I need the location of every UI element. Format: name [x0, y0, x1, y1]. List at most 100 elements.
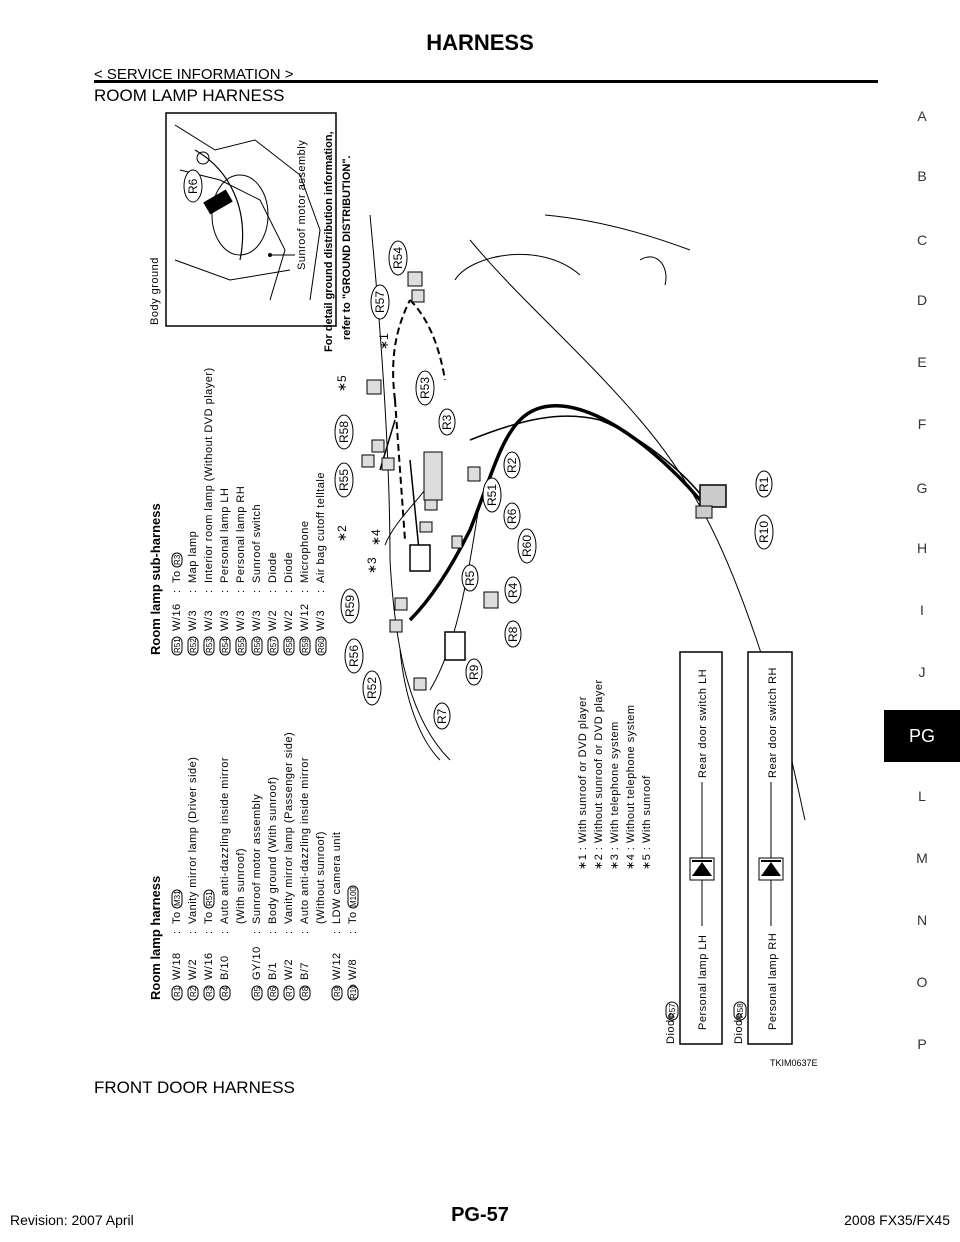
- note-1: ∗1 : With sunroof or DVD player: [577, 696, 589, 870]
- svg-text::: :: [283, 589, 295, 593]
- harness-tag-r2: R2: [189, 986, 198, 997]
- sub-tag-r59: R59: [301, 638, 310, 653]
- sub-code: W/3: [315, 610, 327, 631]
- index-g[interactable]: G: [916, 480, 928, 496]
- note-5: ∗5 : With sunroof: [641, 775, 653, 870]
- callout-r60: R60: [520, 535, 534, 557]
- callout-r2: R2: [505, 457, 519, 473]
- callout-r51: R51: [485, 484, 499, 506]
- harness-desc: To: [171, 911, 183, 924]
- sub-tag-r60: R60: [317, 638, 326, 653]
- room-lamp-harness-title: ROOM LAMP HARNESS: [94, 86, 285, 105]
- index-o[interactable]: O: [916, 974, 928, 990]
- svg-text::: :: [235, 589, 247, 593]
- ground-note-line1: For detail ground distribution informati…: [323, 131, 335, 352]
- inset-body-ground-label: Body ground: [149, 257, 161, 325]
- harness-tag-r7: R7: [285, 986, 294, 997]
- harness-code: W/18: [171, 952, 183, 980]
- sub-tag-r54: R54: [221, 638, 230, 653]
- inset-sunroof-label: Sunroof motor assembly: [296, 140, 308, 270]
- sub-desc: Diode: [283, 552, 295, 583]
- star-1-label: ∗1: [377, 333, 391, 350]
- harness-ref: M31: [173, 890, 182, 906]
- callout-r6: R6: [505, 508, 519, 524]
- star-5-label: ∗5: [335, 375, 349, 392]
- inset-r6-label: R6: [186, 178, 200, 194]
- callout-r10: R10: [757, 521, 771, 543]
- index-f[interactable]: F: [917, 416, 927, 432]
- index-e[interactable]: E: [917, 354, 927, 370]
- note-2: ∗2 : Without sunroof or DVD player: [593, 679, 605, 870]
- callout-r4: R4: [506, 582, 520, 598]
- index-b[interactable]: B: [917, 168, 927, 184]
- index-p[interactable]: P: [917, 1036, 927, 1052]
- index-i[interactable]: I: [920, 602, 924, 618]
- harness-tag-r3: R3: [205, 986, 214, 997]
- harness-code: B/1: [267, 962, 279, 980]
- sub-code: W/3: [187, 610, 199, 631]
- sub-tag-r57: R57: [269, 638, 278, 653]
- svg-text::: :: [267, 930, 279, 934]
- index-a[interactable]: A: [917, 108, 927, 124]
- callouts: R54 R57 R53 R58 R55 R3 R2 R51 R6 R60 R4 …: [334, 240, 774, 730]
- sub-desc: Diode: [267, 552, 279, 583]
- index-c[interactable]: C: [916, 232, 928, 248]
- star-3-label: ∗3: [365, 557, 379, 574]
- svg-text::: :: [171, 589, 183, 593]
- sub-code: W/2: [283, 610, 295, 631]
- sub-tag-r52: R52: [189, 638, 198, 653]
- sub-desc: Sunroof switch: [251, 504, 263, 583]
- harness-code: W/8: [347, 959, 359, 980]
- callout-r53: R53: [418, 377, 432, 399]
- sub-ref: R3: [173, 554, 182, 565]
- footnotes: ∗1 : With sunroof or DVD player ∗2 : Wit…: [577, 679, 653, 870]
- sunroof-inset: Body ground Sunroof motor assembly R6: [149, 112, 337, 327]
- sub-code: W/12: [299, 603, 311, 631]
- sub-code: W/3: [203, 610, 215, 631]
- svg-text::: :: [315, 589, 327, 593]
- note-4: ∗4 : Without telephone system: [625, 704, 637, 870]
- page-title: HARNESS: [426, 30, 534, 55]
- harness-tag-r4: R4: [221, 986, 230, 997]
- footer-model: 2008 FX35/FX45: [844, 1212, 950, 1228]
- harness-code: B/10: [219, 955, 231, 980]
- svg-text::: :: [331, 930, 343, 934]
- svg-text::: :: [219, 589, 231, 593]
- section-subtitle: < SERVICE INFORMATION >: [94, 66, 294, 83]
- svg-text::: :: [347, 930, 359, 934]
- diode-1-right-label: Rear door switch LH: [697, 669, 709, 778]
- harness-routing: [361, 214, 806, 821]
- svg-text::: :: [251, 589, 263, 593]
- sub-code: W/3: [251, 610, 263, 631]
- harness-tag-r5: R5: [253, 986, 262, 997]
- diode-1-left-label: Personal lamp LH: [697, 935, 709, 1030]
- harness-desc: LDW camera unit: [331, 832, 343, 924]
- index-h[interactable]: H: [916, 540, 928, 556]
- index-d[interactable]: D: [916, 292, 928, 308]
- star-2-label: ∗2: [335, 525, 349, 542]
- harness-code: W/2: [283, 959, 295, 980]
- harness-desc: Sunroof motor assembly: [251, 794, 263, 924]
- sub-harness-title: Room lamp sub-harness: [148, 503, 163, 655]
- index-m[interactable]: M: [916, 850, 928, 866]
- sub-code: W/3: [219, 610, 231, 631]
- footer-revision: Revision: 2007 April: [10, 1212, 134, 1228]
- callout-r9: R9: [467, 664, 481, 680]
- front-door-harness-title: FRONT DOOR HARNESS: [94, 1078, 295, 1097]
- callout-r3: R3: [440, 414, 454, 430]
- diode-1-label: Diode: [665, 1013, 677, 1044]
- sub-desc: Interior room lamp (Without DVD player): [203, 367, 215, 583]
- index-j[interactable]: J: [918, 664, 926, 680]
- harness-code: W/12: [331, 952, 343, 980]
- index-n[interactable]: N: [916, 912, 928, 928]
- harness-code: W/16: [203, 952, 215, 980]
- index-l[interactable]: L: [918, 788, 926, 804]
- svg-text::: :: [171, 930, 183, 934]
- harness-desc: To: [347, 911, 359, 924]
- harness-code: B/7: [299, 962, 311, 980]
- index-pg-active[interactable]: PG: [884, 710, 960, 762]
- callout-r8: R8: [506, 626, 520, 642]
- harness-tag-r8: R8: [301, 986, 310, 997]
